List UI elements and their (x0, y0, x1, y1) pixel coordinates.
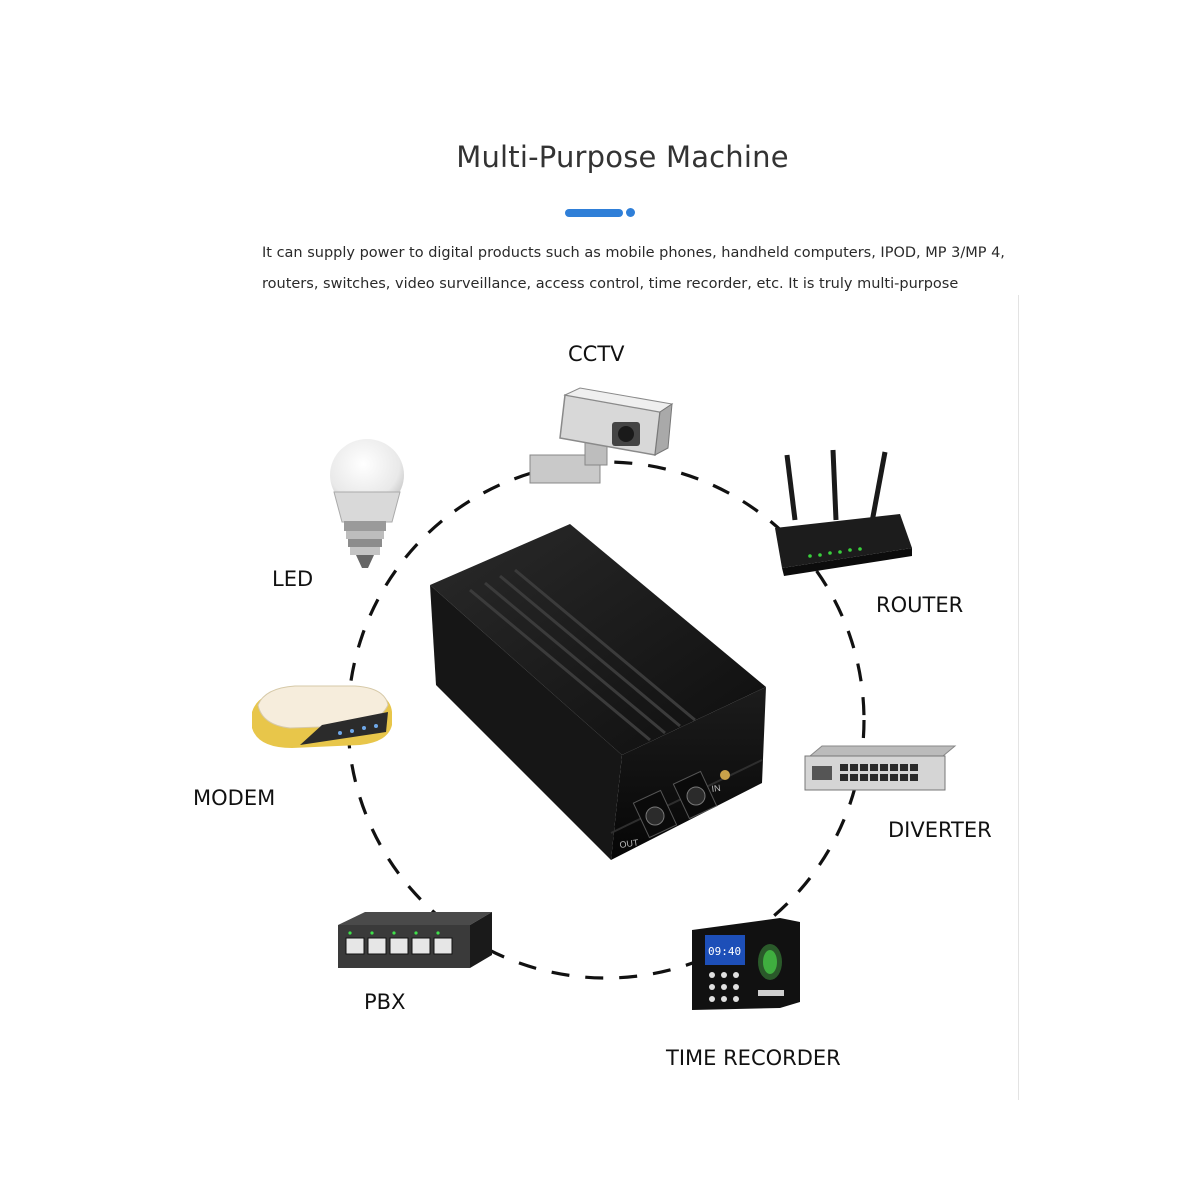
router-icon (775, 449, 912, 576)
label-time-recorder: TIME RECORDER (666, 1046, 841, 1070)
description-line-2: routers, switches, video surveillance, a… (262, 276, 959, 292)
connection-ring (346, 460, 866, 980)
time-recorder-icon: 09:40 (692, 918, 800, 1010)
ups-power-box: OUT IN (430, 524, 766, 860)
page-title: Multi-Purpose Machine (456, 140, 789, 174)
description: It can supply power to digital products … (262, 238, 1005, 300)
modem-icon (252, 685, 392, 748)
port-out-label: OUT (619, 837, 640, 850)
led-bulb-icon (330, 439, 404, 568)
diverter-switch-icon (804, 745, 957, 791)
label-router: ROUTER (876, 593, 964, 617)
clock-display: 09:40 (708, 945, 741, 958)
cctv-camera-icon (529, 387, 674, 484)
label-pbx: PBX (364, 990, 406, 1014)
vertical-divider (1018, 295, 1019, 1100)
pbx-switch-icon (338, 912, 492, 968)
accent-dot (626, 208, 635, 217)
label-modem: MODEM (193, 786, 276, 810)
label-diverter: DIVERTER (888, 818, 992, 842)
label-cctv: CCTV (568, 342, 625, 366)
port-in-label: IN (711, 783, 721, 794)
label-led: LED (272, 567, 314, 591)
description-line-1: It can supply power to digital products … (262, 245, 1005, 261)
accent-bar (565, 209, 623, 217)
